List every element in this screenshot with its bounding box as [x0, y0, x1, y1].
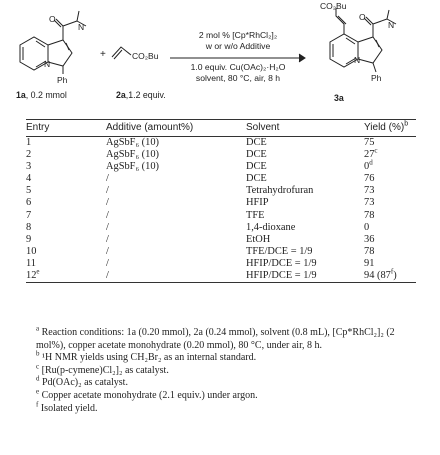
reagent-co2bu: CO₂Bu — [132, 51, 159, 61]
cell-additive: / — [106, 197, 109, 209]
cell-additive: / — [106, 257, 109, 269]
solvent-condition: solvent, 80 °C, air, 8 h — [195, 72, 281, 83]
cell-solvent: TFE/DCE = 1/9 — [246, 245, 313, 257]
cell-yield: 78 — [364, 209, 375, 221]
cell-additive: / — [106, 270, 246, 284]
table-row: 8 / 1,4-dioxane 0 — [26, 222, 416, 234]
cell-solvent: HFIP — [246, 197, 269, 209]
cell-entry: 8 — [26, 221, 32, 233]
cell-solvent: EtOH — [246, 233, 271, 245]
footnote-d: d Pd(OAc)₂ as catalyst. — [36, 375, 128, 389]
acrylate-vinyl — [111, 46, 132, 60]
table-row: 1 AgSbF₆ (10) DCE 75 — [26, 137, 416, 150]
cell-yield: 27c — [364, 146, 378, 161]
amide-oxygen-product: O — [359, 12, 366, 22]
header-yield: Yield (%)b — [364, 119, 416, 137]
reactant1-pyrrole-ring — [47, 39, 73, 67]
cell-entry: 1 — [26, 137, 32, 148]
cell-solvent: HFIP/DCE = 1/9 — [246, 270, 364, 284]
table-row: 2 AgSbF₆ (10) DCE 27c — [26, 146, 416, 161]
table-row: 10 / TFE/DCE = 1/9 78 — [26, 246, 416, 258]
cell-yield: 78 — [364, 245, 375, 257]
product-co2bu: CO₂Bu — [320, 1, 347, 11]
cell-solvent: 1,4-dioxane — [246, 221, 296, 233]
cell-entry: 10 — [26, 245, 37, 257]
header-entry: Entry — [26, 119, 106, 137]
reactant1-label: 1a, 0.2 mmol — [16, 90, 67, 100]
cell-yield: 91 — [364, 257, 375, 269]
product-label: 3a — [334, 93, 344, 103]
footnote-f: f Isolated yield. — [36, 400, 98, 414]
cell-additive: AgSbF₆ (10) — [106, 137, 159, 148]
cell-additive: AgSbF₆ (10) — [106, 149, 159, 161]
cell-yield: 36 — [364, 233, 375, 245]
amide-oxygen-r1: O — [49, 14, 56, 24]
footnote-b: b ¹H NMR yields using CH₂Br₂ as an inter… — [36, 349, 257, 364]
cell-additive: / — [106, 209, 109, 221]
table-row: 4 / DCE 76 — [26, 173, 416, 185]
amide-nitrogen-product: N — [388, 20, 394, 30]
catalyst-condition: 2 mol % [Cp*RhCl₂]₂ — [198, 30, 278, 40]
footnote-e: e Copper acetate monohydrate (2.1 equiv.… — [36, 387, 258, 401]
table-row: 5 / Tetrahydrofuran 73 — [26, 185, 416, 197]
header-additive: Additive (amount%) — [106, 119, 246, 137]
footnote-c: c [Ru(p-cymene)Cl₂]₂ as catalyst. — [36, 362, 169, 376]
ring-nitrogen-product: N — [354, 55, 360, 65]
cell-solvent: Tetrahydrofuran — [246, 185, 314, 197]
cell-yield: 94 (87f) — [364, 268, 416, 284]
oxidant-condition: 1.0 equiv. Cu(OAc)₂·H₂O — [190, 62, 286, 72]
cell-yield: 73 — [364, 185, 375, 197]
cell-additive: / — [106, 173, 109, 185]
product-vinyl-arm — [335, 8, 347, 34]
cell-yield: 0 — [364, 221, 370, 233]
footnotes: a Reaction conditions: 1a (0.20 mmol), 2… — [26, 324, 418, 415]
cell-additive: / — [106, 233, 109, 245]
conditions-below-arrow: 1.0 equiv. Cu(OAc)₂·H₂O solvent, 80 °C, … — [173, 62, 303, 83]
cell-solvent: DCE — [246, 173, 267, 185]
phenyl-r1: Ph — [57, 75, 68, 85]
cell-solvent: DCE — [246, 161, 267, 173]
table-row: 11 / HFIP/DCE = 1/9 91 — [26, 258, 416, 270]
table-row: 6 / HFIP 73 — [26, 197, 416, 209]
cell-yield: 76 — [364, 173, 375, 185]
cell-additive: AgSbF₆ (10) — [106, 161, 159, 173]
table-row: 3 AgSbF₆ (10) DCE 0d — [26, 158, 416, 173]
cell-entry: 4 — [26, 173, 32, 185]
cell-entry: 7 — [26, 209, 32, 221]
ring-nitrogen-r1: N — [44, 59, 50, 69]
cell-solvent: DCE — [246, 149, 267, 161]
product-pyrrole-ring — [357, 36, 383, 64]
cell-additive: / — [106, 245, 109, 257]
cell-yield: 0d — [364, 158, 373, 173]
table-row: 9 / EtOH 36 — [26, 234, 416, 246]
cell-solvent: HFIP/DCE = 1/9 — [246, 257, 317, 269]
optimization-table: Entry Additive (amount%) Solvent Yield (… — [26, 119, 416, 284]
cell-entry: 2 — [26, 149, 32, 161]
reactant2-label: 2a,1.2 equiv. — [116, 90, 166, 100]
cell-entry: 12e — [26, 268, 106, 284]
cell-entry: 3 — [26, 161, 32, 173]
cell-entry: 9 — [26, 233, 32, 245]
cell-yield: 75 — [364, 137, 375, 148]
cell-yield: 73 — [364, 197, 375, 209]
header-solvent: Solvent — [246, 119, 364, 137]
cell-solvent: TFE — [246, 209, 265, 221]
cell-solvent: DCE — [246, 137, 267, 148]
amide-nitrogen-r1: N — [78, 22, 84, 32]
cell-entry: 5 — [26, 185, 32, 197]
additive-condition: w or w/o Additive — [205, 40, 271, 51]
footnote-a: a Reaction conditions: 1a (0.20 mmol), 2… — [36, 324, 395, 351]
cell-entry: 6 — [26, 197, 32, 209]
cell-additive: / — [106, 221, 109, 233]
table-header-row: Entry Additive (amount%) Solvent Yield (… — [26, 119, 416, 137]
cell-additive: / — [106, 185, 109, 197]
table-row: 7 / TFE 78 — [26, 210, 416, 222]
cell-entry: 11 — [26, 257, 37, 269]
reaction-scheme: O N N Ph + CO₂Bu O N N Ph CO₂Bu — [19, 1, 397, 85]
phenyl-product: Ph — [371, 73, 382, 83]
conditions-above-arrow: 2 mol % [Cp*RhCl₂]₂ w or w/o Additive — [173, 30, 303, 51]
plus-sign: + — [100, 49, 106, 60]
